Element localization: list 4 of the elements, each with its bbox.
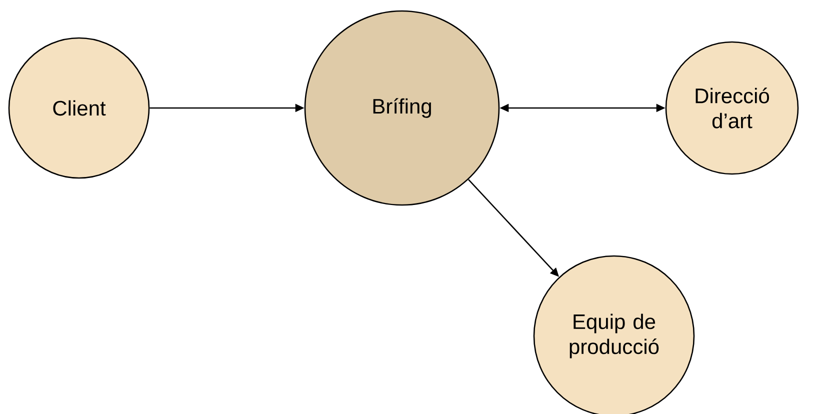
- circle-node: Direcció d’art: [665, 41, 799, 175]
- circle-node: Brífing: [304, 10, 500, 206]
- circle-node: Equip de producció: [533, 255, 695, 414]
- circle-node: Client: [8, 37, 150, 179]
